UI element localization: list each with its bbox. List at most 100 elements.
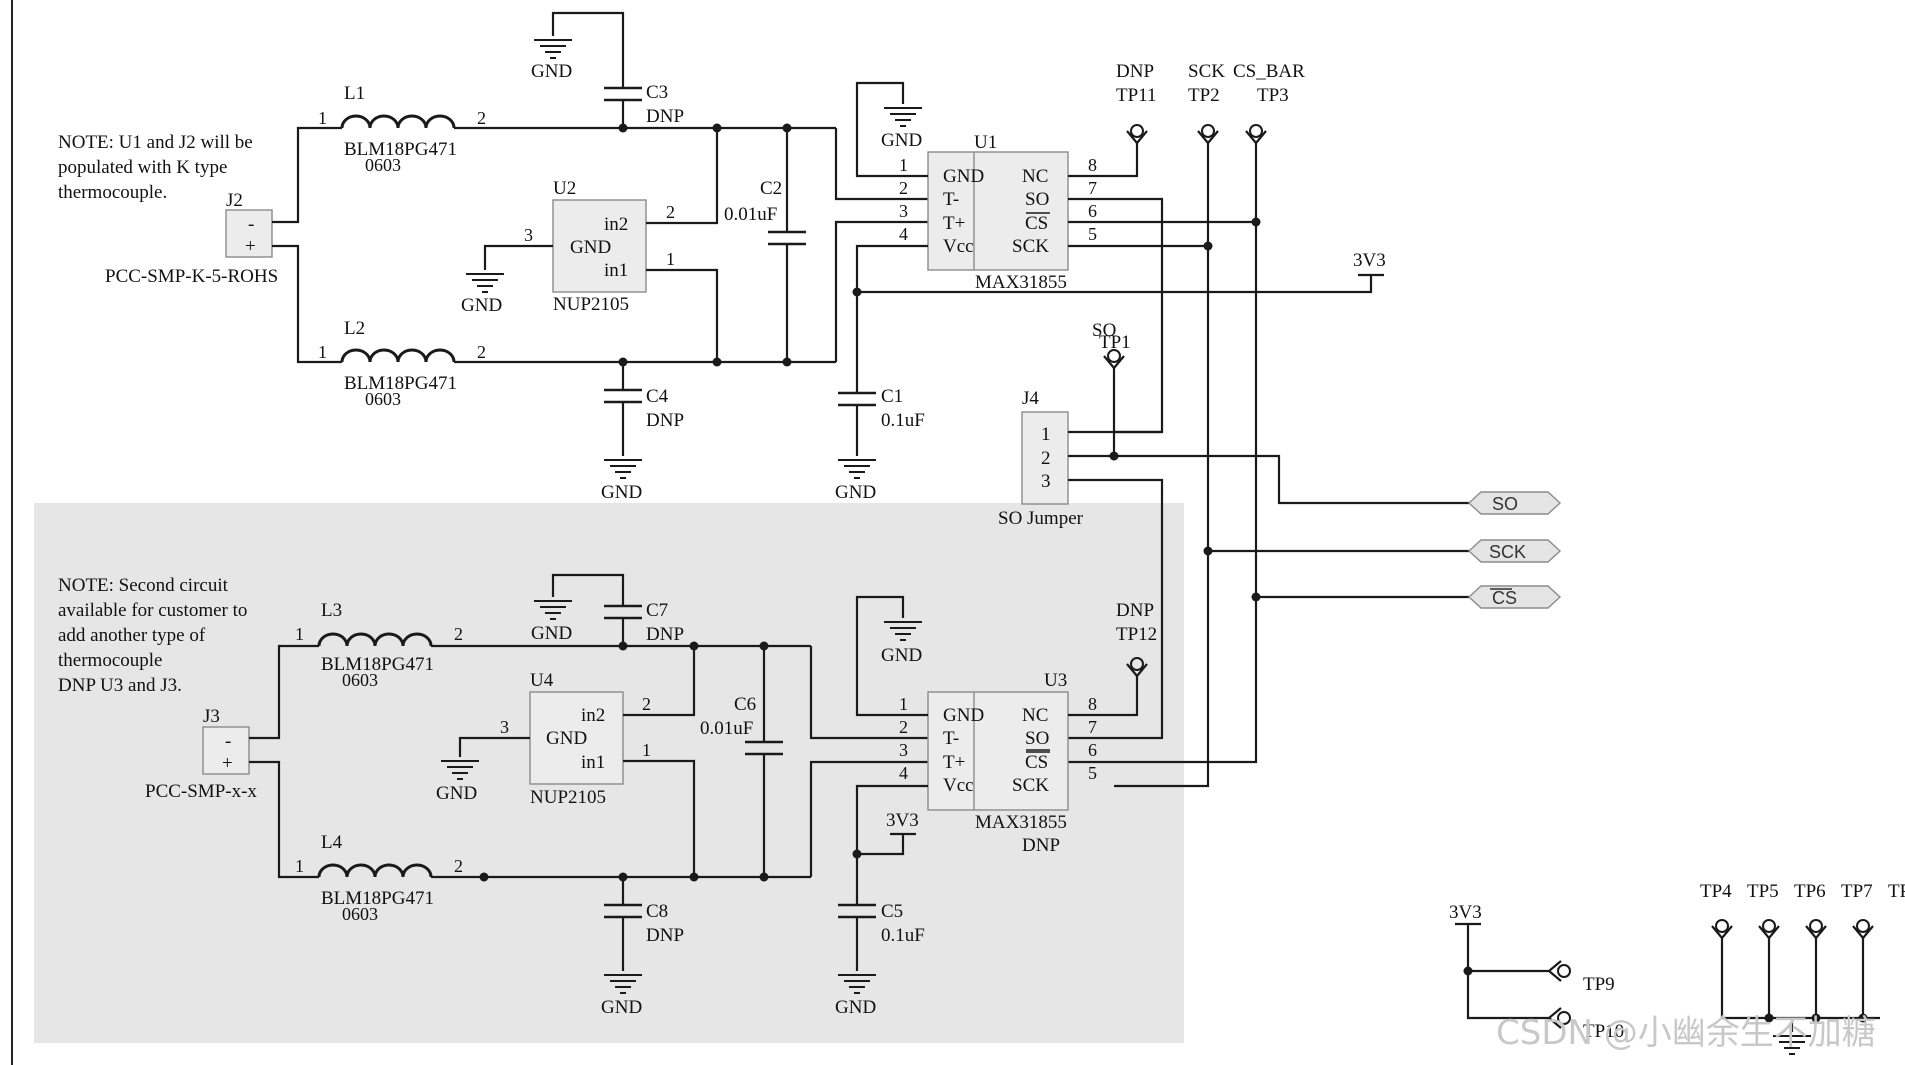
u1-tplus-pin: T+	[943, 213, 965, 234]
note1-line2: populated with K type	[58, 157, 227, 178]
j3-ref: J3	[203, 706, 220, 727]
u2-in2: in2	[604, 214, 628, 235]
c6-value: 0.01uF	[700, 718, 753, 739]
j2-minus: -	[248, 214, 254, 235]
tp9-3v3-label: 3V3	[1449, 902, 1482, 923]
l4-package: 0603	[342, 904, 378, 924]
u1-sck-pin: SCK	[1012, 236, 1049, 257]
u2-ref: U2	[553, 178, 576, 199]
u3-pin8: 8	[1088, 694, 1097, 714]
tp6-testpoint-icon	[1804, 918, 1828, 940]
u1-pin6: 6	[1088, 201, 1097, 221]
sck-port-tag: SCK	[1467, 539, 1562, 563]
tp3-name: CS_BAR	[1233, 61, 1305, 82]
c8-value: DNP	[646, 925, 684, 946]
tp9-ref: TP9	[1583, 974, 1615, 995]
tp4-ref: TP4	[1700, 881, 1732, 902]
u2-gnd: GND	[570, 237, 611, 258]
wire-j2-l2	[272, 244, 342, 364]
u3-ref: U3	[1044, 670, 1067, 691]
j2-ref: J2	[226, 190, 243, 211]
tp11-name: DNP	[1116, 61, 1154, 82]
u3-gnd-label: GND	[881, 645, 922, 666]
j4-pin2: 2	[1041, 448, 1051, 469]
c1-value: 0.1uF	[881, 410, 925, 431]
note1-line1: NOTE: U1 and J2 will be	[58, 132, 253, 153]
u2-pin1: 1	[666, 249, 675, 269]
u1-3v3-label: 3V3	[1353, 250, 1386, 271]
u4-pin1: 1	[642, 740, 651, 760]
tp12-name: DNP	[1116, 600, 1154, 621]
so-port-tag: SO	[1467, 491, 1562, 515]
l1-pin2: 2	[477, 108, 486, 128]
u2-gnd-label: GND	[461, 295, 502, 316]
c6-ref: C6	[734, 694, 756, 715]
u1-pin1: 1	[899, 155, 908, 175]
u3-nc-pin: NC	[1022, 705, 1048, 726]
l1-package: 0603	[365, 155, 401, 175]
u4-in2: in2	[581, 705, 605, 726]
svg-text:SO: SO	[1492, 494, 1518, 514]
j2-connector	[225, 209, 273, 258]
tp1-ref: TP1	[1099, 332, 1131, 353]
u4-ref: U4	[530, 670, 554, 691]
u1-gnd-pin: GND	[943, 166, 984, 187]
u4-in1: in1	[581, 752, 605, 773]
u4-nup2105	[529, 691, 624, 785]
tp10-ref: TP10	[1583, 1021, 1624, 1042]
u3-pin6: 6	[1088, 740, 1097, 760]
l1-ref: L1	[344, 83, 365, 104]
u2-pin2: 2	[666, 202, 675, 222]
note2-line1: NOTE: Second circuit	[58, 575, 229, 596]
tp10-testpoint-icon	[1548, 1007, 1571, 1029]
l4-value: BLM18PG471	[321, 888, 434, 909]
tp3-testpoint-icon	[1244, 123, 1268, 145]
l2-pin1: 1	[318, 342, 327, 362]
tp12-ref: TP12	[1116, 624, 1157, 645]
j3-value: PCC-SMP-x-x	[145, 781, 257, 802]
u1-pin8: 8	[1088, 155, 1097, 175]
note2-line5: DNP U3 and J3.	[58, 675, 182, 696]
c3-ground-icon	[533, 39, 573, 59]
u3-tminus-pin: T-	[943, 728, 959, 749]
u1-nc-pin: NC	[1022, 166, 1048, 187]
svg-text:SCK: SCK	[1489, 542, 1526, 562]
u3-sck-pin: SCK	[1012, 775, 1049, 796]
svg-text:CS: CS	[1492, 588, 1517, 608]
c5-ref: C5	[881, 901, 903, 922]
u3-pin4: 4	[899, 763, 908, 783]
tp6-ref: TP6	[1794, 881, 1826, 902]
c8-gnd-label: GND	[601, 997, 642, 1018]
c3-gnd-label: GND	[531, 61, 572, 82]
l3-value: BLM18PG471	[321, 654, 434, 675]
u1-gnd-label: GND	[881, 130, 922, 151]
tp8-ref: TP	[1888, 881, 1905, 902]
j4-connector	[1021, 411, 1069, 505]
u2-pin3: 3	[524, 225, 533, 245]
l4-pin1: 1	[295, 856, 304, 876]
u3-so-pin: SO	[1025, 728, 1049, 749]
j4-pin1: 1	[1041, 424, 1051, 445]
so-jumper: J4 1 2 3 SO Jumper SO TP1 SO SCK CS	[998, 320, 1562, 740]
u1-ref: U1	[974, 132, 997, 153]
c4-gnd-label: GND	[601, 482, 642, 503]
u3-tplus-pin: T+	[943, 752, 965, 773]
u2-ground-icon	[465, 273, 505, 293]
u2-nup2105	[552, 199, 647, 293]
c3-value: DNP	[646, 106, 684, 127]
tp9-testpoint-icon	[1548, 960, 1571, 982]
u2-value: NUP2105	[553, 294, 629, 315]
c2-value: 0.01uF	[724, 204, 777, 225]
c1-gnd-label: GND	[835, 482, 876, 503]
j3-connector	[202, 726, 250, 775]
j4-pin3: 3	[1041, 471, 1051, 492]
u1-ground-icon	[883, 107, 923, 127]
l2-ref: L2	[344, 318, 365, 339]
l1-inductor	[340, 114, 456, 130]
c3-ref: C3	[646, 82, 668, 103]
j4-value: SO Jumper	[998, 508, 1084, 529]
j3-minus: -	[225, 731, 231, 752]
u1-tminus-pin: T-	[943, 189, 959, 210]
u3-pin2: 2	[899, 717, 908, 737]
